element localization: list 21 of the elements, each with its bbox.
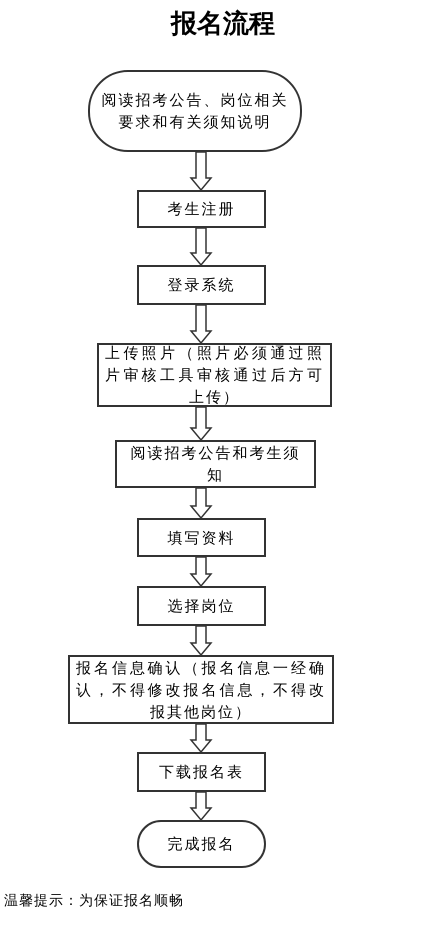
note-text: 温馨提示：为保证报名顺畅 (4, 892, 184, 910)
block-arrow (189, 556, 213, 588)
terminal-box: 阅读招考公告、岗位相关要求和有关须知说明 (88, 70, 302, 152)
process-box: 登录系统 (137, 265, 266, 305)
process-box: 阅读招考公告和考生须知 (115, 440, 316, 488)
terminal-box: 完成报名 (137, 820, 266, 868)
process-box: 上传照片（照片必须通过照片审核工具审核通过后方可上传） (97, 343, 332, 407)
block-arrow (189, 227, 213, 266)
process-box: 考生注册 (137, 190, 266, 228)
block-arrow (189, 791, 213, 822)
process-box: 填写资料 (137, 518, 266, 557)
block-arrow (189, 487, 213, 520)
process-box: 报名信息确认（报名信息一经确认，不得修改报名信息，不得改报其他岗位） (68, 655, 334, 724)
block-arrow (189, 723, 213, 754)
process-box: 选择岗位 (137, 586, 266, 626)
block-arrow (189, 151, 213, 192)
block-arrow (189, 406, 213, 442)
process-box: 下载报名表 (137, 752, 266, 792)
block-arrow (189, 625, 213, 656)
title: 报名流程 (169, 8, 276, 41)
block-arrow (189, 304, 213, 344)
